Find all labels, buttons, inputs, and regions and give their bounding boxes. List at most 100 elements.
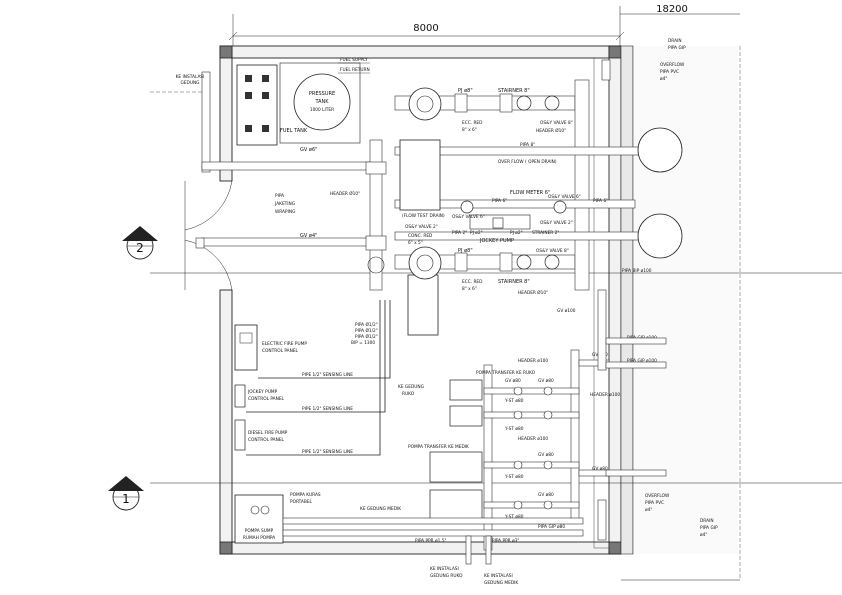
overflow-open-drain: OVER FLOW ( OPEN DRAIN) (498, 159, 557, 165)
flow-test-drain: (FLOW TEST DRAIN) (402, 213, 445, 219)
pipa-jaketing-3: WRAPING (275, 209, 295, 215)
pressure-tank-label-2: TANK (314, 99, 329, 105)
sensing-line-3: PIPE 1/2" SENSING LINE (302, 449, 353, 455)
diesel-panel: DIESEL FIRE PUMP CONTROL PANEL (234, 419, 288, 451)
jockey-panel-2: CONTROL PANEL (248, 396, 285, 402)
header100-b: HEADER ø100 (518, 436, 548, 442)
grid-axis-lines (150, 272, 842, 484)
fuel-return-label: FUEL RETURN (340, 67, 370, 73)
conc-red-2: 6" x 5" (408, 240, 423, 246)
gv6-label: GV ø6" (300, 147, 317, 153)
pipa-2: PIPA 2" (452, 230, 467, 236)
overflow-top-3: ø4" (660, 76, 667, 82)
fuel-tank: FUEL TANK (236, 64, 308, 146)
pipa-gip-100-right-b: PIPA GIP ø100 (627, 358, 657, 364)
ke-instalasi-label-2: GEDUNG (180, 80, 199, 86)
tank-manholes (637, 127, 683, 259)
pipa8-top: PIPA 8" (520, 142, 535, 148)
pipa-ppr-15: PIPA PPR ø1,5" (415, 538, 446, 544)
fire-pump-bottom (408, 246, 560, 280)
ecc-red-top-2: 8" x 6" (462, 127, 477, 133)
ystr80-row3: Y-ST ø80 (504, 474, 524, 480)
overflow-top-2: PIPA PVC (660, 69, 679, 75)
ystr80-row2: Y-ST ø80 (504, 426, 524, 432)
jockey-pump (460, 200, 567, 230)
pompa-sump-1: POMPA SUMP (245, 528, 274, 534)
dimension-8000-text: 8000 (413, 23, 438, 34)
pipa-gip-80: PIPA GIP ø80 (538, 524, 565, 530)
ystr80-row4: Y-ST ø80 (504, 514, 524, 520)
sump-pit: POMPA SUMP RUMAH POMPA POMPA KURAS PORTA… (234, 492, 584, 544)
drain-bottom-2: PIPA GIP (700, 525, 718, 531)
osy-valve-bottom: OS&Y VALVE 8" (536, 248, 569, 254)
gv4-label: GV ø4" (300, 233, 317, 239)
grid-marker-1-label: 1 (122, 492, 130, 506)
ke-instalasi-medik-2: GEDUNG MEDIK (484, 580, 518, 586)
osy-valve-2a: OS&Y VALVE 2" (405, 224, 438, 230)
dimension-8000: 8000 (228, 14, 625, 46)
flow-meter: FLOW METER 6" (510, 190, 550, 196)
jockey-panel-1: JOCKEY PUMP (247, 389, 278, 395)
drain-bottom-1: DRAIN (700, 518, 714, 524)
ke-gedung-ruko-1: KE GEDUNG (398, 384, 424, 390)
dimension-18200-text: 18200 (656, 4, 688, 15)
fire-pump-top (399, 87, 560, 211)
pipa-list-2: PIPA Ø1/2" (355, 327, 378, 334)
fuel-supply-label: FUEL SUPPLY (340, 57, 368, 63)
overflow-bottom-2: PIPA PVC (645, 500, 664, 506)
pipa-list-3: PIPA Ø1/2" (355, 333, 378, 340)
gv80-row1: GV ø80 (505, 378, 521, 384)
electric-panel-1: ELECTRIC FIRE PUMP (262, 341, 307, 347)
osy-valve-6b: OS&Y VALVE 6" (452, 214, 485, 220)
electric-panel-2: CONTROL PANEL (262, 348, 299, 354)
pompa-transfer-ruko: POMPA TRANSFER KE RUKO (476, 370, 536, 376)
ke-instalasi-ruko-2: GEDUNG RUKO (430, 573, 463, 579)
jockey-panel: JOCKEY PUMP CONTROL PANEL (234, 384, 285, 408)
pj8-bottom: PJ ø8" (458, 248, 473, 254)
diesel-panel-1: DIESEL FIRE PUMP (248, 430, 288, 436)
fuel-tank-label: FUEL TANK (280, 128, 308, 134)
pj2a: PJ ø2" (470, 230, 483, 236)
pipa-jaketing-1: PIPA (275, 193, 284, 199)
ke-instalasi-label-1: KE INSTALASI (176, 74, 205, 80)
header-10-vertical (365, 139, 387, 291)
osy-valve-2b: OS&Y VALVE 2" (540, 220, 573, 226)
overflow-bottom-1: OVERFLOW (645, 493, 670, 499)
ke-instalasi-medik-1: KE INSTALASI (484, 573, 513, 579)
ecc-red-bottom-2: 8" x 6" (462, 286, 477, 292)
pressure-tank-label-3: 1000 LITER (310, 107, 334, 113)
gv80-label-b: GV ø80 (538, 452, 554, 458)
pj8-top: PJ ø8" (458, 88, 473, 94)
gv80-right: GV ø80 (592, 466, 608, 472)
pipa-6b: PIPA 6" (593, 198, 608, 204)
electric-panel: ELECTRIC FIRE PUMP CONTROL PANEL (234, 324, 307, 371)
ke-gedung-medik: KE GEDUNG MEDIK (360, 506, 401, 512)
osy-valve-6a: OS&Y VALVE 6" (548, 194, 581, 200)
sensing-lines: PIPE 1/2" SENSING LINE PIPE 1/2" SENSING… (246, 300, 391, 456)
bottom-exits (465, 535, 492, 565)
pressure-tank-label-1: PRESSURE (309, 91, 335, 97)
grid-marker-1: 1 (108, 476, 144, 511)
pipa-jaketing-2: JAKETING (274, 201, 295, 207)
ecc-red-bottom-1: ECC. RED (462, 279, 483, 285)
ke-instalasi-ruko-1: KE INSTALASI (430, 566, 459, 572)
header10-label-c: HEADER Ø10" (518, 289, 548, 296)
gv100-a: GV ø100 (557, 308, 576, 314)
grid-marker-2-label: 2 (136, 241, 144, 255)
transfer-pumps (429, 349, 610, 551)
stainer8-top: STAIRNER 8" (498, 88, 530, 94)
diesel-panel-2: CONTROL PANEL (248, 437, 285, 443)
header100-c: HEADER ø100 (590, 392, 620, 398)
header10-label-b: HEADER Ø10" (536, 127, 566, 134)
pipa-6a: PIPA 6" (492, 198, 507, 204)
conc-red-1: CONC. RED (408, 233, 433, 239)
pipa-ppr-3: PIPA PPR ø3" (492, 538, 519, 544)
pipa-list-4: BIP = 1300 (351, 340, 375, 346)
ke-gedung-ruko-2: RUKO (402, 391, 415, 397)
ecc-red-top-1: ECC. RED (462, 120, 483, 126)
pressure-tank: PRESSURE TANK 1000 LITER FUEL SUPPLY FUE… (279, 57, 370, 144)
pipa-bip-100: PIPA BIP ø100 (622, 268, 652, 274)
pompa-kuras-2: PORTABEL (290, 499, 313, 505)
drain-top-2: PIPA GIP (668, 45, 686, 51)
